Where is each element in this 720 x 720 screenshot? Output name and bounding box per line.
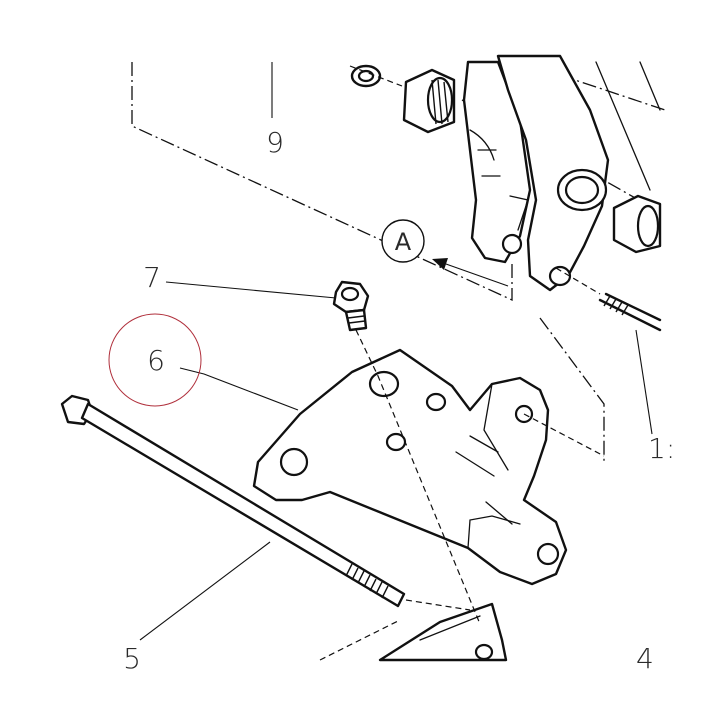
- bolt-threads: [345, 563, 389, 599]
- bolt-axis: [319, 599, 471, 661]
- stud-axis: [523, 413, 605, 457]
- upper-axis: [349, 65, 601, 295]
- callout-5: 5: [123, 642, 141, 675]
- subassembly-boundary-right: [559, 74, 666, 111]
- bushing-right: [612, 194, 662, 254]
- callout-6-highlight: [108, 313, 202, 407]
- leader-13: [635, 329, 653, 435]
- mounting-bracket-6: [252, 348, 568, 586]
- callout-7: 7: [143, 261, 161, 294]
- pivot-bolt-5: [60, 394, 406, 608]
- view-arrow: [432, 258, 509, 287]
- screw-axis: [355, 329, 481, 625]
- threaded-stud-13: [598, 292, 662, 332]
- leader-7: [165, 281, 337, 299]
- callout-13: 1:: [648, 432, 675, 465]
- leader-5: [139, 541, 271, 641]
- bushing-left: [402, 68, 456, 134]
- upper-arm-bracket: [462, 54, 661, 292]
- seal-ring: [350, 64, 382, 88]
- callout-4: 4: [636, 642, 654, 675]
- leader-6: [179, 367, 299, 411]
- lower-frame-fragment: [378, 602, 508, 662]
- cap-screw-7: [332, 280, 370, 332]
- callout-9: 9: [266, 126, 284, 159]
- callout-6: 6: [147, 344, 165, 377]
- view-marker-label: A: [395, 228, 412, 256]
- view-marker: A: [381, 219, 425, 263]
